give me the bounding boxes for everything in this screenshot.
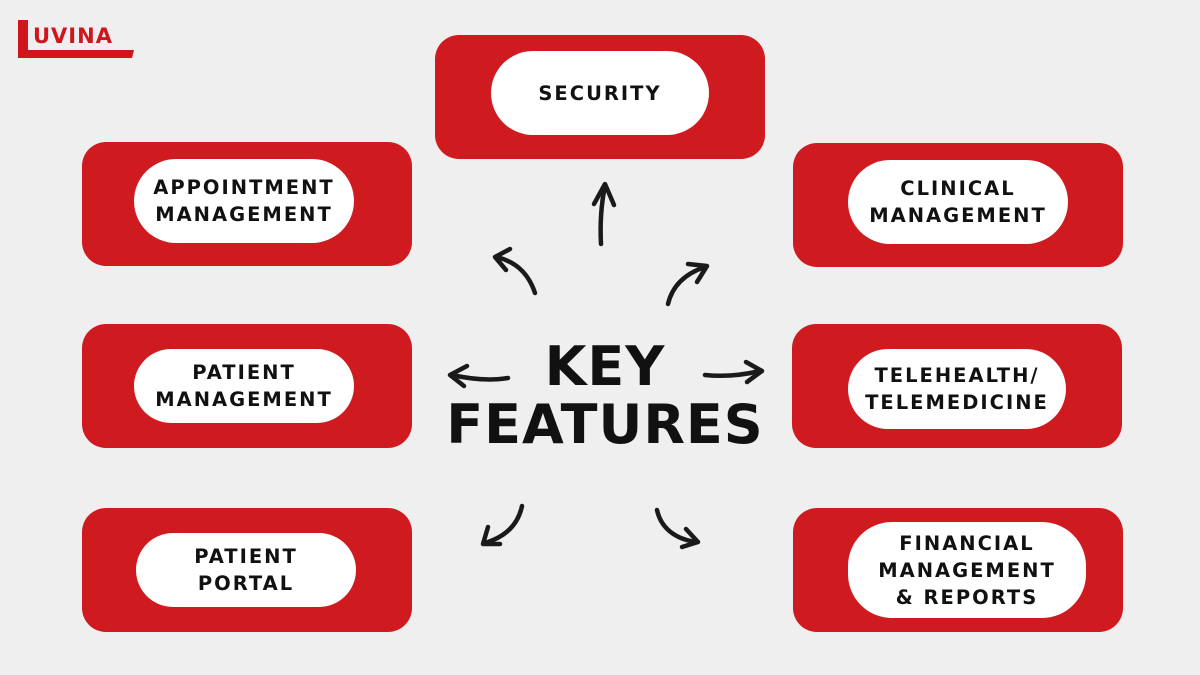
feature-clinical-management: CLINICAL MANAGEMENT — [869, 177, 1047, 227]
card-security: SECURITY — [435, 35, 765, 159]
pill-telehealth: TELEHEALTH/ TELEMEDICINE — [848, 349, 1066, 429]
card-appointment-management: APPOINTMENT MANAGEMENT — [82, 142, 412, 266]
feature-security: SECURITY — [538, 81, 662, 105]
arrow-down-right-icon — [654, 507, 701, 550]
logo-l-mark-icon — [18, 20, 134, 58]
pill-patient-portal: PATIENT PORTAL — [136, 533, 356, 607]
pill-patient-management: PATIENT MANAGEMENT — [134, 349, 354, 423]
pill-clinical-management: CLINICAL MANAGEMENT — [848, 160, 1068, 244]
card-telehealth: TELEHEALTH/ TELEMEDICINE — [792, 324, 1122, 448]
feature-financial-management: FINANCIAL MANAGEMENT & REPORTS — [878, 531, 1056, 609]
title-line-2: FEATURES — [446, 393, 764, 456]
arrow-up-right-icon — [665, 261, 710, 307]
pill-appointment-management: APPOINTMENT MANAGEMENT — [134, 159, 354, 243]
pill-security: SECURITY — [491, 51, 709, 135]
card-patient-management: PATIENT MANAGEMENT — [82, 324, 412, 448]
feature-patient-portal: PATIENT PORTAL — [194, 545, 298, 595]
title-line-1: KEY — [544, 335, 666, 398]
arrow-up-left-icon — [492, 246, 538, 296]
arrow-left-icon — [447, 363, 511, 389]
key-features-title: KEY FEATURES — [430, 338, 780, 454]
feature-patient-management: PATIENT MANAGEMENT — [155, 361, 333, 411]
card-clinical-management: CLINICAL MANAGEMENT — [793, 143, 1123, 267]
arrow-up-icon — [591, 181, 617, 247]
arrow-right-icon — [702, 359, 765, 385]
pill-financial-management: FINANCIAL MANAGEMENT & REPORTS — [848, 522, 1086, 618]
logo-text: UVINA — [33, 24, 113, 48]
feature-telehealth: TELEHEALTH/ TELEMEDICINE — [865, 364, 1049, 414]
arrow-down-left-icon — [480, 503, 525, 547]
feature-appointment-management: APPOINTMENT MANAGEMENT — [153, 176, 335, 226]
card-financial-management: FINANCIAL MANAGEMENT & REPORTS — [793, 508, 1123, 632]
luvina-logo: UVINA — [16, 18, 136, 62]
card-patient-portal: PATIENT PORTAL — [82, 508, 412, 632]
